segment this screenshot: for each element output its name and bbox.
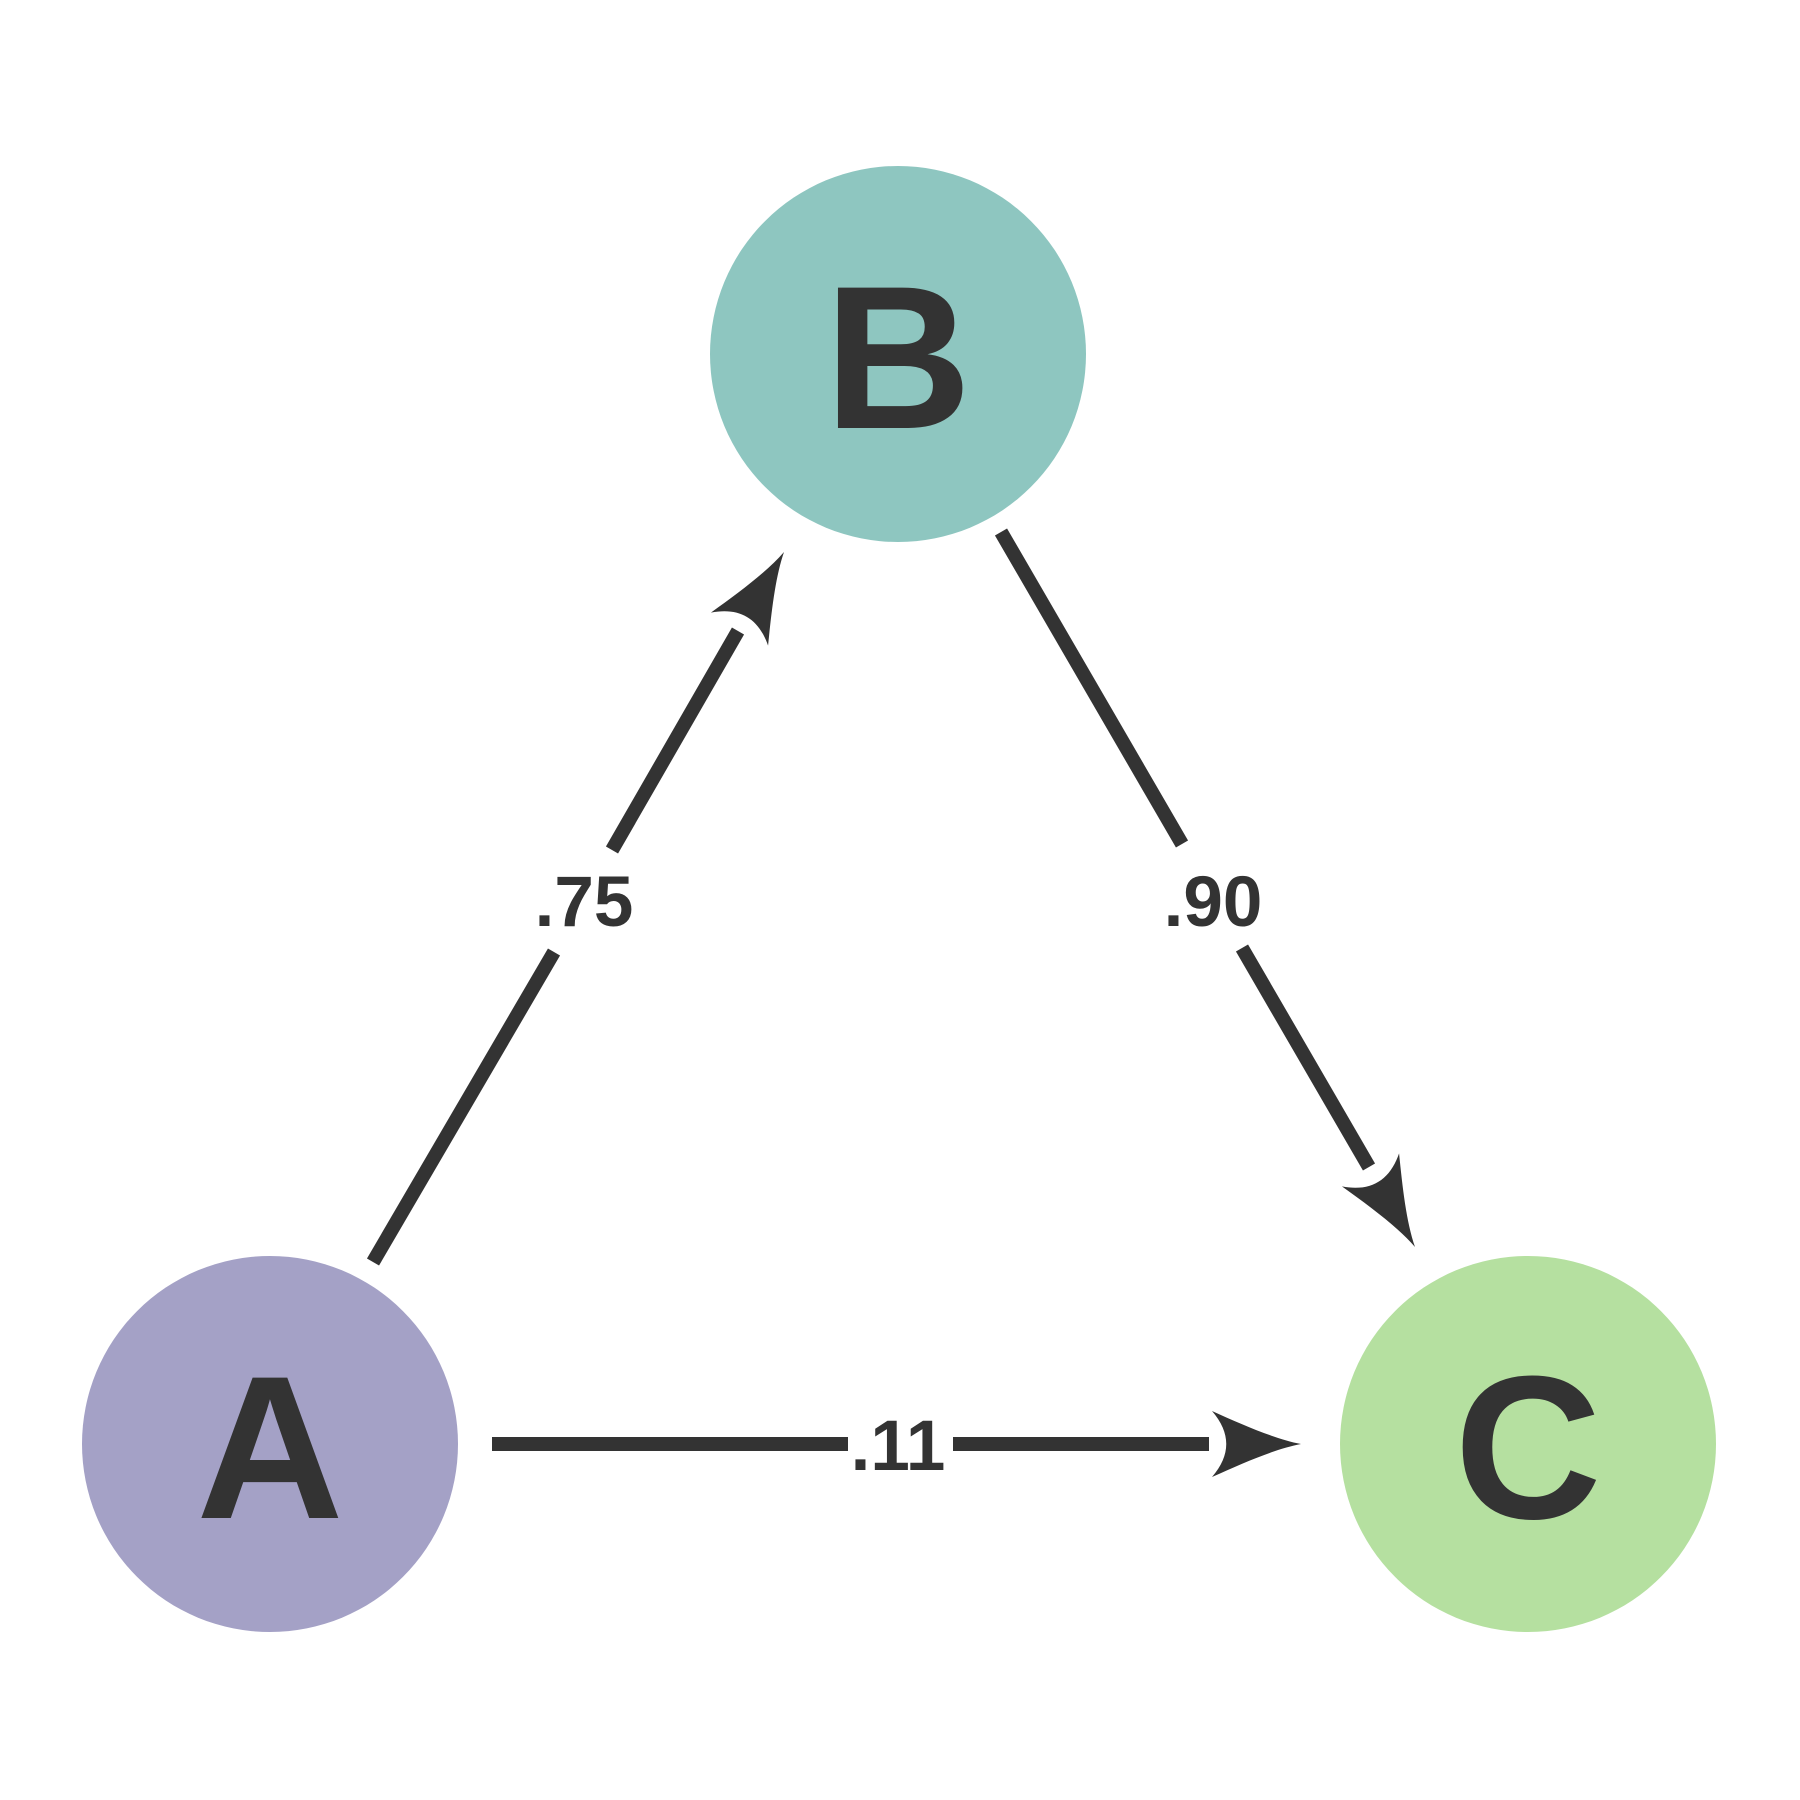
edge-weight-b-to-c: .90 [1164, 863, 1263, 942]
node-c-label: C [1454, 1334, 1601, 1562]
node-c-circle [1340, 1256, 1716, 1632]
edge-a-to-b-segment-lower [366, 948, 561, 1266]
edge-b-to-c-segment-lower [1235, 944, 1376, 1171]
node-label-layer: A B C [196, 244, 1601, 1562]
arrowhead-a-to-b-icon [710, 552, 784, 646]
node-a-circle [82, 1256, 458, 1632]
edge-a-to-b-segment-upper [605, 627, 745, 854]
node-layer [82, 166, 1716, 1632]
node-b-circle [710, 166, 1086, 542]
edge-lines [366, 528, 1376, 1451]
arrowhead-a-to-c-icon [1212, 1411, 1301, 1477]
node-a-label: A [196, 1334, 343, 1562]
edge-b-to-c-segment-upper [994, 528, 1189, 848]
edge-weight-a-to-c: .11 [851, 1407, 946, 1486]
node-b-label: B [824, 244, 971, 472]
arrowhead-b-to-c-icon [1341, 1153, 1415, 1247]
edge-weight-a-to-b: .75 [535, 863, 634, 942]
ink-layer: .75 .90 .11 [535, 552, 1415, 1486]
